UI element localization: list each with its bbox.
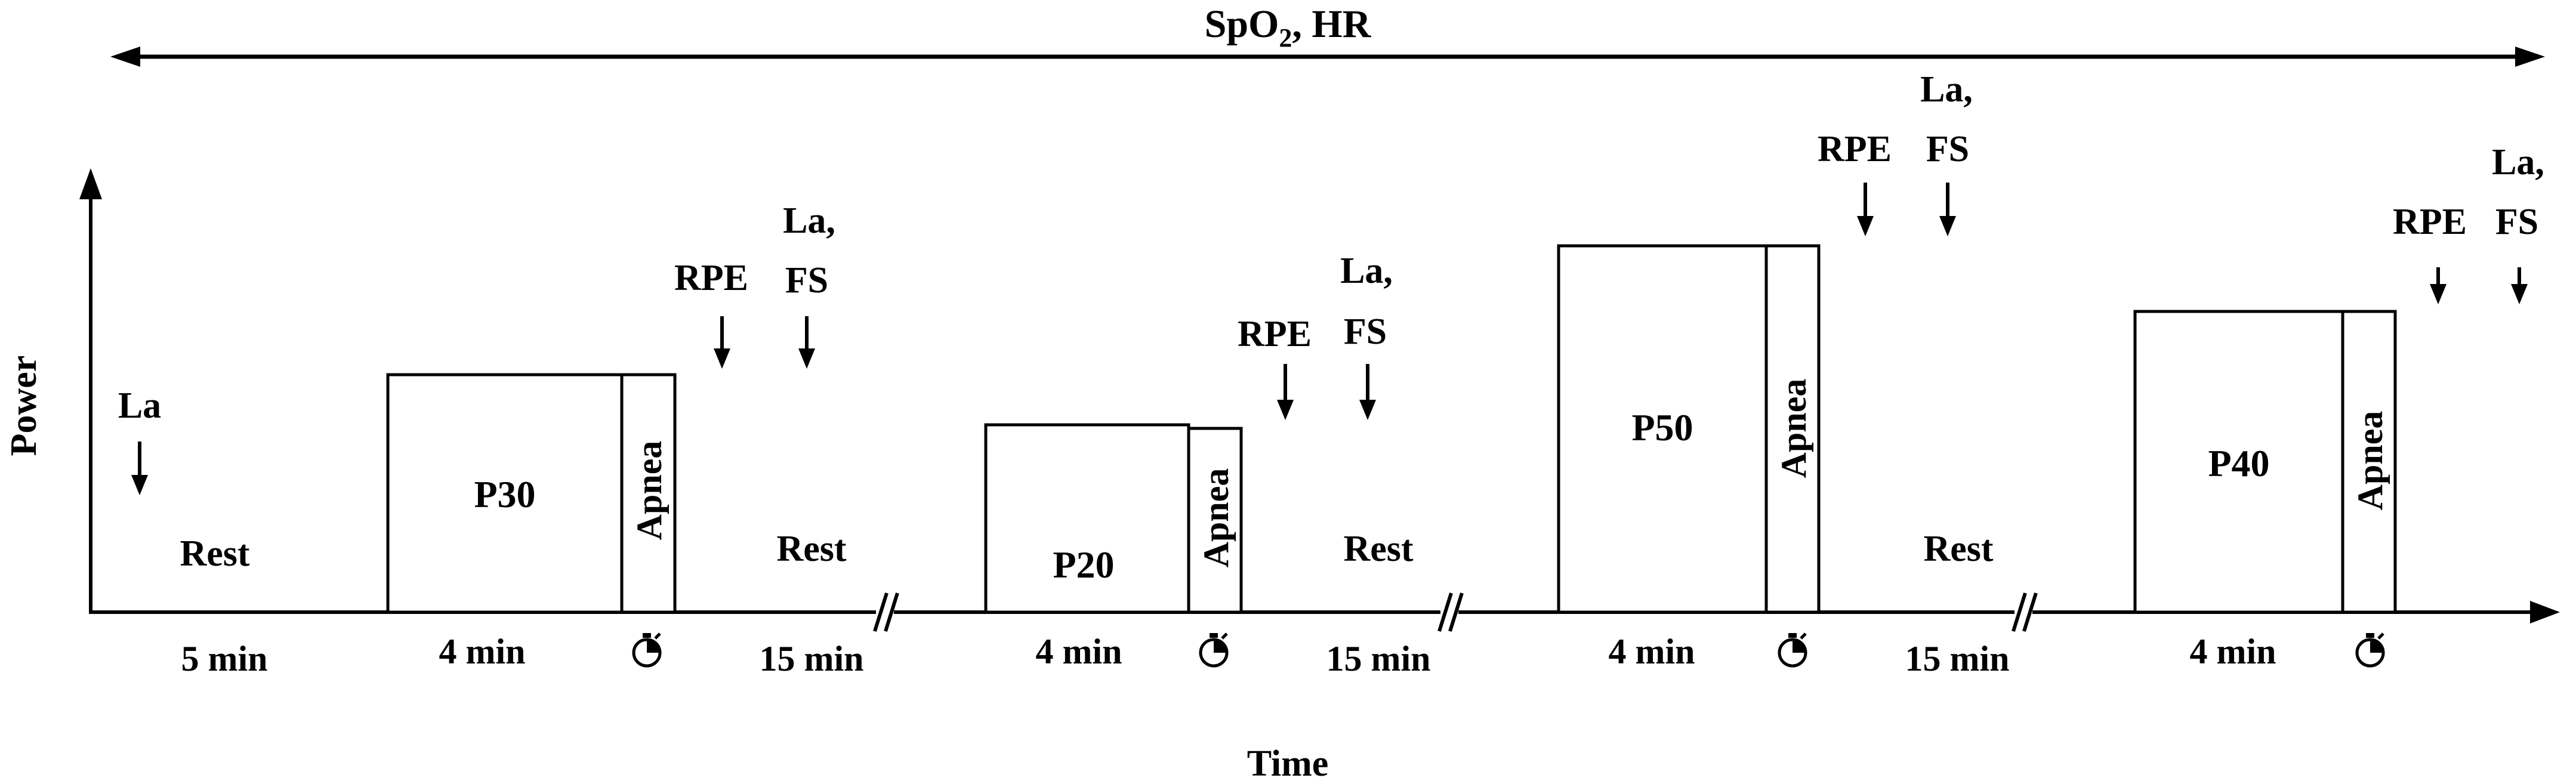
apnea-label: Apnea [630, 441, 669, 541]
span-label: SpO2, HR [1205, 2, 1372, 53]
measurement-label: RPE [1818, 129, 1892, 169]
measurement-label: RPE [674, 258, 748, 298]
duration-label: 15 min [1905, 639, 2009, 678]
measurement-label: La, [1340, 251, 1393, 291]
duration-label: 5 min [181, 639, 267, 678]
measurement-label: FS [2495, 202, 2538, 242]
measurement-label: La, [2492, 142, 2544, 183]
exercise-block-p50: P50 Apnea [1557, 244, 1821, 614]
duration-label: 4 min [1035, 632, 1122, 671]
stopwatch-icon [1199, 632, 1229, 668]
duration-label: 4 min [1608, 632, 1695, 671]
block-label: P40 [2208, 442, 2269, 484]
down-arrow-icon [2511, 267, 2528, 304]
y-axis [79, 168, 102, 612]
axis-break-icon [2012, 588, 2038, 636]
down-arrow-icon [1277, 364, 1294, 420]
stopwatch-icon [2355, 632, 2385, 668]
y-axis-label: Power [4, 356, 44, 456]
exercise-block-p40: P40 Apnea [2133, 310, 2397, 614]
axis-break-icon [873, 588, 899, 636]
stopwatch-icon [632, 632, 662, 668]
down-arrow-icon [1939, 183, 1956, 236]
duration-label: 4 min [2189, 632, 2276, 671]
duration-label: 4 min [439, 632, 525, 671]
rest-label: Rest [180, 533, 249, 574]
measurement-label: FS [1926, 129, 1969, 169]
down-arrow-icon [798, 316, 815, 369]
down-arrow-icon [1857, 183, 1874, 236]
down-arrow-icon [714, 316, 730, 369]
measurement-label: La [118, 385, 161, 426]
measurement-label: FS [1344, 311, 1387, 352]
measurement-label: RPE [1238, 314, 1312, 354]
block-label: P30 [474, 473, 535, 516]
measurement-label: La, [783, 200, 835, 241]
rest-label: Rest [776, 529, 846, 569]
down-arrow-icon [1359, 364, 1376, 420]
measurement-label: La, [1920, 69, 1973, 110]
stopwatch-icon [1778, 632, 1807, 668]
apnea-label: Apnea [1774, 379, 1813, 479]
apnea-label: Apnea [2350, 411, 2390, 511]
rest-label: Rest [1343, 529, 1413, 569]
duration-label: 15 min [759, 639, 863, 678]
axis-break-icon [1437, 588, 1464, 636]
down-arrow-icon [2430, 267, 2447, 304]
apnea-label: Apnea [1196, 468, 1236, 568]
x-axis-label: Time [1247, 743, 1329, 784]
span-arrow [110, 47, 2545, 67]
measurement-label: RPE [2393, 202, 2467, 242]
exercise-block-p20: P20 Apnea [984, 423, 1243, 614]
block-label: P20 [1053, 544, 1114, 586]
measurement-label: FS [785, 260, 828, 301]
exercise-block-p30: P30 Apnea [386, 373, 677, 614]
duration-label: 15 min [1326, 639, 1430, 678]
block-label: P50 [1631, 406, 1693, 449]
rest-label: Rest [1923, 529, 1993, 569]
down-arrow-icon [131, 442, 148, 495]
